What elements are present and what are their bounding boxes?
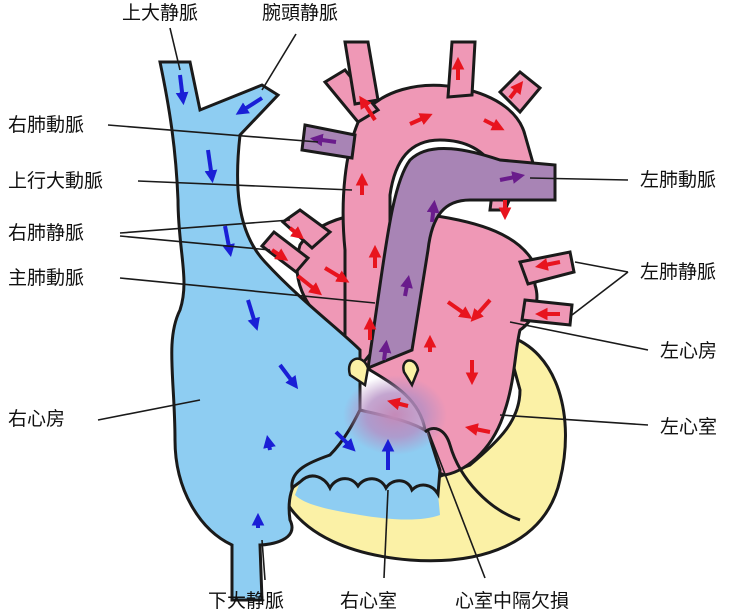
vsd-mixing-zone bbox=[343, 375, 447, 455]
label-left-pulmonary-artery: 左肺動脈 bbox=[640, 169, 717, 191]
label-left-pulmonary-vein: 左肺静脈 bbox=[640, 261, 717, 283]
venous-flow-arrows bbox=[175, 74, 395, 528]
label-left-ventricle: 左心室 bbox=[660, 416, 718, 438]
aortic-branch-3 bbox=[446, 40, 477, 99]
label-ventricular-septal-defect: 心室中隔欠損 bbox=[455, 590, 570, 612]
pulmonary-flow-arrows bbox=[309, 133, 526, 361]
pulmonary-artery bbox=[366, 147, 557, 371]
label-left-atrium: 左心房 bbox=[660, 340, 718, 362]
label-right-pulmonary-vein: 右肺静脈 bbox=[8, 222, 85, 244]
label-main-pulmonary-artery: 主肺動脈 bbox=[8, 267, 85, 289]
label-brachiocephalic-vein: 腕頭静脈 bbox=[262, 2, 339, 24]
septum-edge bbox=[424, 427, 521, 522]
aortic-branch-2 bbox=[343, 40, 380, 106]
valve-leaflet-right bbox=[402, 359, 420, 388]
arterial-flow-arrows bbox=[270, 56, 561, 436]
label-inferior-vena-cava: 下大静脈 bbox=[208, 590, 285, 612]
label-right-ventricle: 右心室 bbox=[340, 590, 398, 612]
leader-lines bbox=[97, 27, 649, 581]
label-ascending-aorta: 上行大動脈 bbox=[8, 170, 104, 192]
label-right-atrium: 右心房 bbox=[8, 408, 66, 430]
right-pulmonary-vein-upper bbox=[280, 208, 333, 251]
label-right-pulmonary-artery: 右肺動脈 bbox=[8, 114, 85, 136]
valve-leaflet-left bbox=[347, 357, 370, 388]
label-superior-vena-cava: 上大静脈 bbox=[122, 2, 199, 24]
